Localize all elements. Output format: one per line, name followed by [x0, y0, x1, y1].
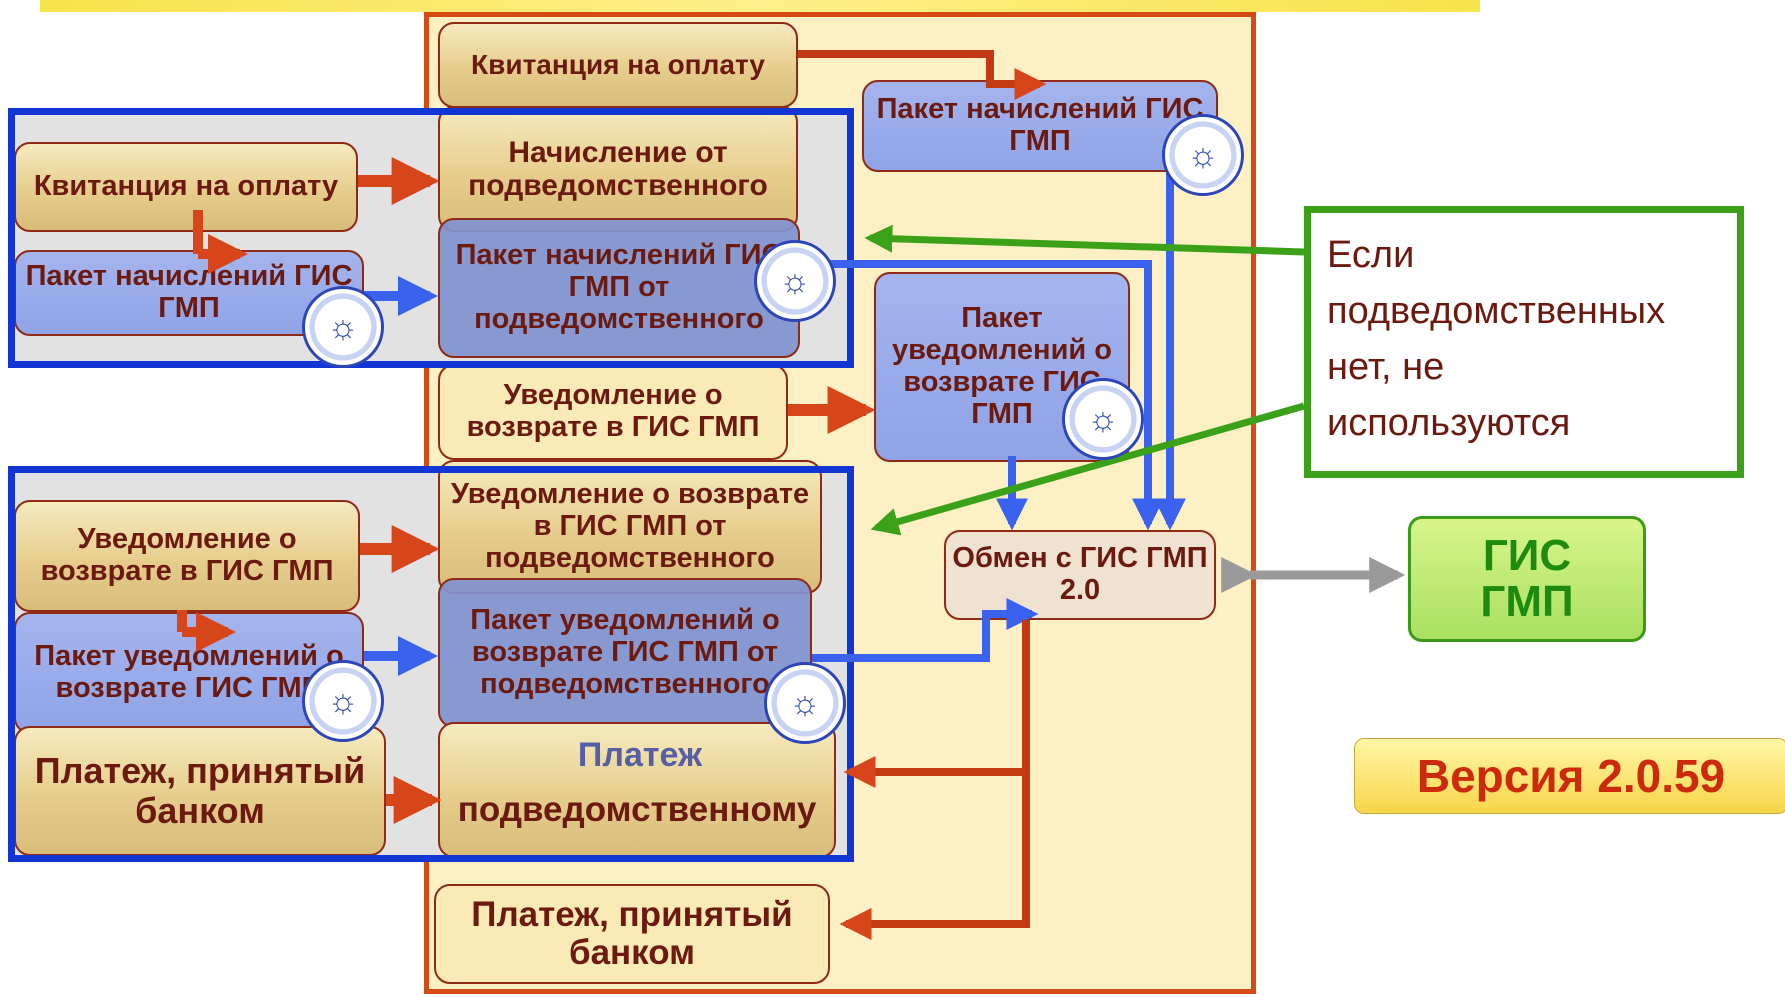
- gis-gmp-system-box[interactable]: ГИС ГМП: [1408, 516, 1646, 642]
- gis-label-line2: ГМП: [1480, 577, 1574, 626]
- arrow-paket-sub-to-obmen: [800, 260, 1164, 531]
- platezh-sub-label: подведомственному: [457, 789, 817, 829]
- box-nachislenie-sub[interactable]: Начисление от подведомственного: [438, 106, 798, 232]
- box-kvitanciya-sub-left[interactable]: Квитанция на оплату: [14, 142, 358, 232]
- box-paket-uvedomleniy-sub[interactable]: Пакет уведомлений о возврате ГИС ГМП от …: [438, 578, 812, 728]
- arrow-note-to-returns: [870, 402, 1305, 536]
- seal-icon: ☼: [1162, 114, 1244, 196]
- seal-icon: ☼: [764, 662, 846, 744]
- arrow-paket-uved-sub-to-obmen: [812, 598, 1039, 662]
- version-badge: Версия 2.0.59: [1354, 738, 1785, 814]
- box-platezh-sub[interactable]: подведомственному: [438, 722, 836, 858]
- box-paket-nachisleniy-sub[interactable]: Пакет начислений ГИС ГМП от подведомстве…: [438, 218, 800, 358]
- seal-icon: ☼: [302, 660, 384, 742]
- subordinate-frame-returns: [8, 466, 854, 862]
- note-line: Если: [1327, 234, 1415, 276]
- box-platezh-main[interactable]: Платеж, принятый банком: [434, 884, 830, 984]
- platezh-overlay-text: Платеж: [577, 736, 703, 774]
- box-uvedomlenie-main[interactable]: Уведомление о возврате в ГИС ГМП: [438, 364, 788, 460]
- seal-icon: ☼: [754, 240, 836, 322]
- arrow-note-to-accruals: [864, 224, 1305, 256]
- subordinate-frame-accruals: [8, 108, 854, 368]
- gis-label-line1: ГИС: [1482, 530, 1572, 580]
- box-uvedomlenie-sub[interactable]: Уведомление о возврате в ГИС ГМП от подв…: [438, 460, 822, 594]
- note-callout: Если подведомственных нет, не используют…: [1304, 206, 1744, 478]
- arrow-obmen-to-platezh: [839, 620, 1030, 940]
- box-paket-nachisleniy-sub-left[interactable]: Пакет начислений ГИС ГМП: [14, 250, 364, 336]
- seal-icon: ☼: [1062, 378, 1144, 460]
- box-kvitanciya-main[interactable]: Квитанция на оплату: [438, 22, 798, 108]
- note-line: используются: [1327, 402, 1571, 444]
- note-line: нет, не: [1327, 346, 1445, 388]
- seal-icon: ☼: [302, 286, 384, 368]
- box-platezh-sub-left[interactable]: Платеж, принятый банком: [14, 726, 386, 856]
- arrow-kvit-to-paket: [798, 50, 1047, 100]
- box-uvedomlenie-sub-left[interactable]: Уведомление о возврате в ГИС ГМП: [14, 500, 360, 612]
- version-label: Версия 2.0.59: [1416, 750, 1726, 802]
- box-obmen-gis-gmp[interactable]: Обмен с ГИС ГМП 2.0: [944, 530, 1216, 620]
- note-line: подведомственных: [1327, 290, 1666, 332]
- top-highlight-stripe: [40, 0, 1480, 12]
